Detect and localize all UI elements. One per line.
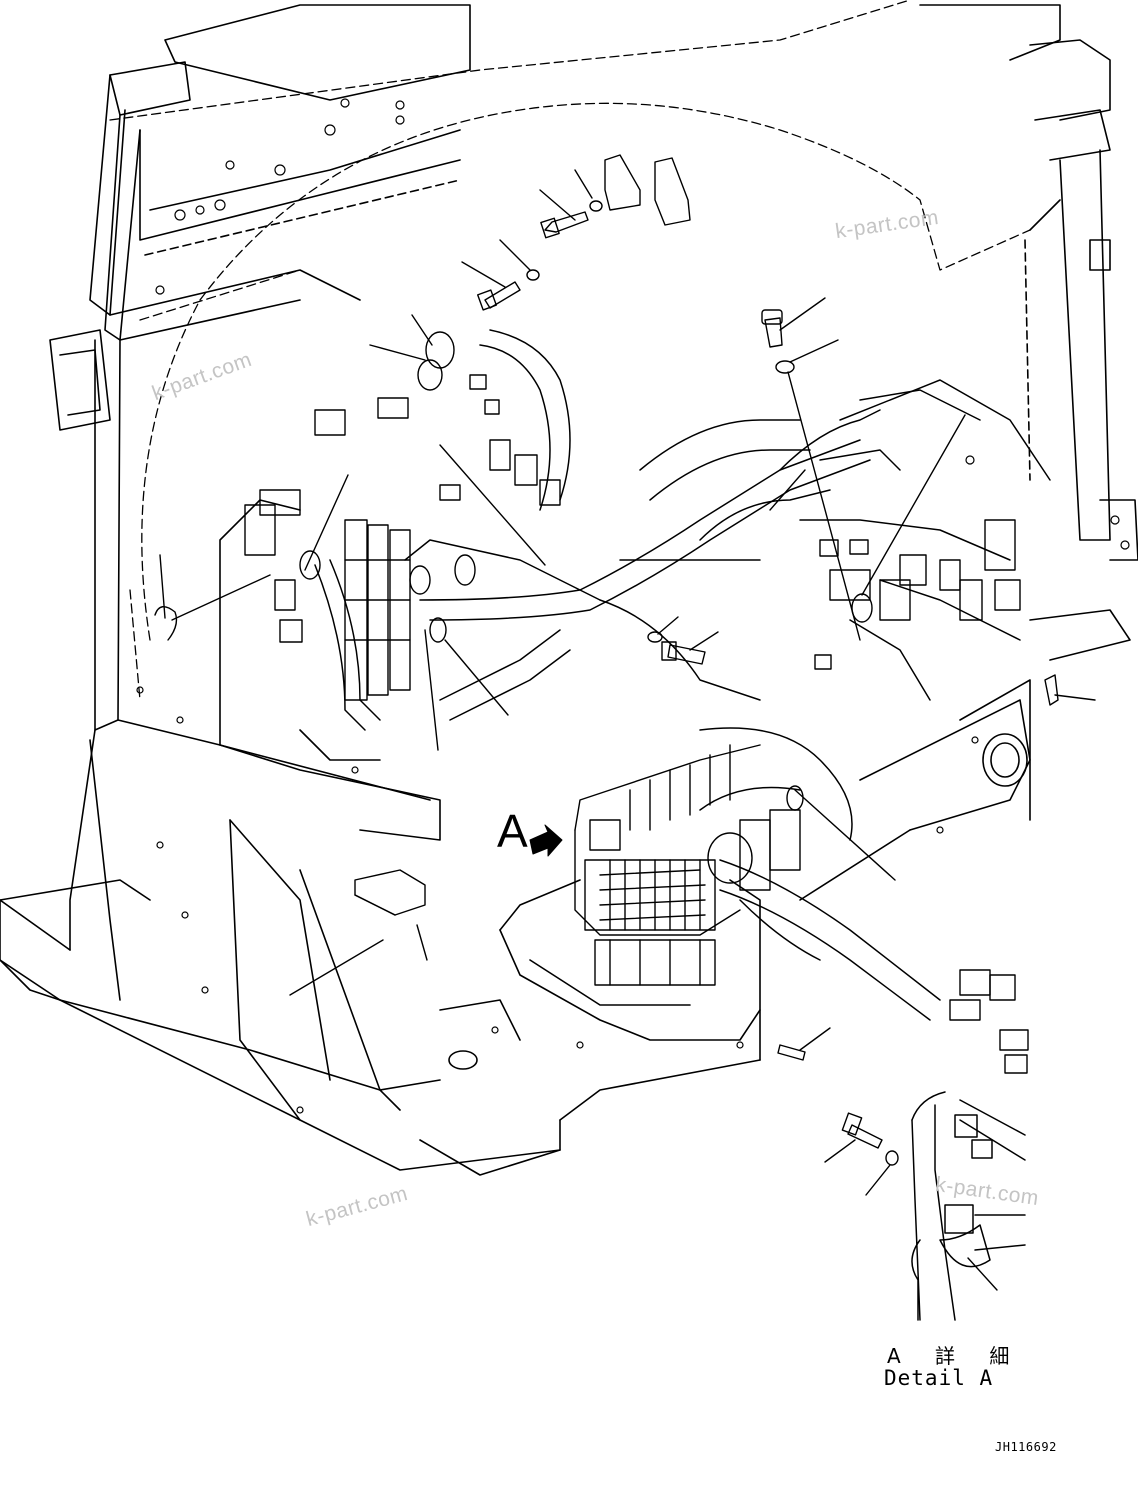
callout-leader-17[interactable] [657,616,679,635]
callout-leader-22[interactable] [1054,694,1096,701]
callout-leader-2[interactable] [574,169,593,199]
callout-leader-20[interactable] [794,789,896,881]
detail-label-japanese: A 詳 細 [887,1344,1024,1368]
callout-leader-13[interactable] [159,554,166,619]
callout-leader-19[interactable] [424,629,439,751]
callout-leader-14[interactable] [171,574,271,621]
view-label-a: A [497,805,528,857]
callout-leader-4[interactable] [499,239,531,271]
callout-leader-6[interactable] [369,344,426,361]
floor-plate [219,499,1031,1121]
callout-leader-8[interactable] [789,339,839,363]
bolt-washer-hardware [154,154,1059,1166]
callout-leader-23[interactable] [799,1027,831,1051]
callout-leader-25[interactable] [865,1164,891,1196]
callout-leader-21[interactable] [416,924,428,961]
frame-fastener-dots [136,98,1130,1114]
callout-leader-24[interactable] [824,1139,856,1163]
callout-leader-7[interactable] [779,297,826,331]
callout-leader-12[interactable] [304,474,349,571]
callout-leader-3[interactable] [461,261,506,288]
callout-leader-27[interactable] [289,939,384,996]
detail-label-english: Detail A [884,1366,994,1390]
callout-leader-5[interactable] [411,314,433,346]
callout-leader-15[interactable] [769,469,806,511]
panel-outline [109,0,1031,701]
callout-leader-11[interactable] [439,444,546,566]
detail-a-inset [911,1091,1026,1321]
callout-leader-1[interactable] [539,189,576,221]
callout-leader-26[interactable] [967,1257,998,1291]
callout-leader-9[interactable] [787,371,861,641]
right-connector-cluster [814,519,1029,1074]
view-arrow [529,824,563,857]
callout-leader-18[interactable] [444,639,509,716]
left-connector-cluster [244,374,561,701]
cab-frame [0,4,561,1176]
callout-leader-10[interactable] [861,414,966,596]
callout-leader-16[interactable] [689,631,719,651]
cab-frame-right [919,4,1138,661]
drawing-code: JH116692 [995,1440,1057,1454]
callout-leaders[interactable] [159,169,1096,1291]
fuse-box [574,744,801,986]
